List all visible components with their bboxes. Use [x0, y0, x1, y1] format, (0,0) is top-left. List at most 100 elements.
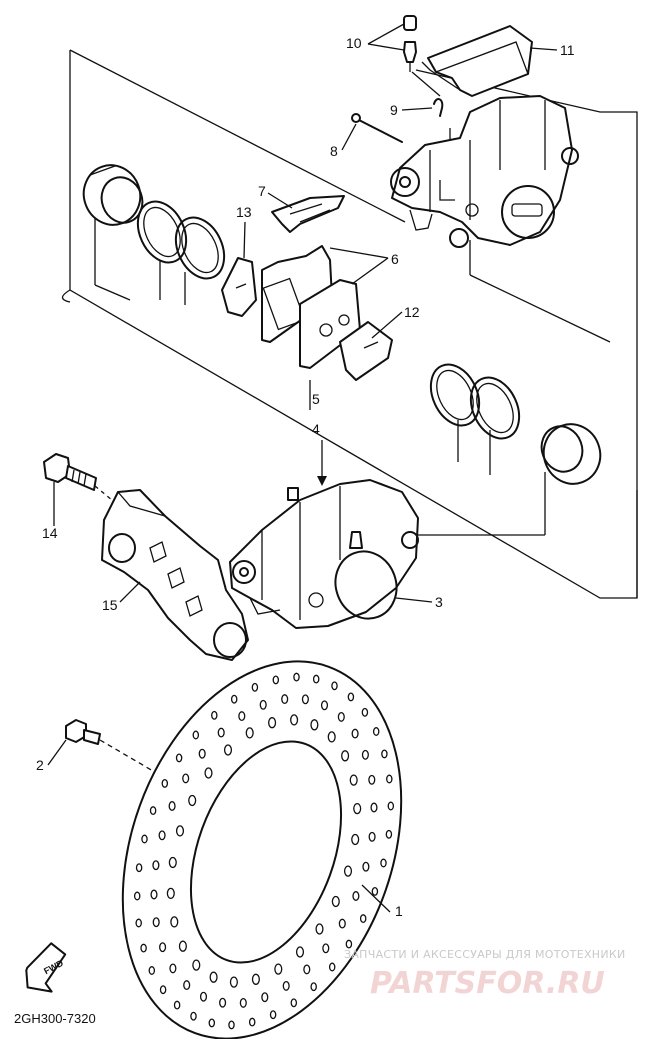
disc-holes [133, 672, 395, 1030]
disc-hole [168, 801, 176, 811]
disc-hole [251, 682, 259, 692]
watermark-tagline: ЗАПЧАСТИ И АКСЕССУАРЫ ДЛЯ МОТОТЕХНИКИ [344, 948, 626, 961]
pad-spring [271, 195, 345, 233]
pad-shim-right [339, 321, 393, 381]
disc-hole [192, 730, 200, 740]
disc-hole [133, 891, 141, 901]
disc-hole [295, 946, 305, 958]
disc-hole [315, 923, 324, 935]
callouts: 1 2 3 4 5 6 7 8 9 10 11 12 13 14 15 [36, 23, 575, 919]
callout-7: 7 [258, 183, 266, 199]
callout-10: 10 [346, 35, 362, 51]
disc-hole [310, 719, 319, 731]
disc-hole [385, 829, 393, 839]
disc-hole [204, 767, 213, 779]
disc-hole [272, 675, 280, 685]
disc-hole [199, 991, 208, 1002]
disc-hole [347, 692, 355, 702]
disc-hole [190, 1011, 197, 1021]
disc-hole [352, 891, 360, 901]
watermark: ЗАПЧАСТИ И АКСЕССУАРЫ ДЛЯ МОТОТЕХНИКИ PA… [344, 948, 626, 1001]
disc-hole [182, 773, 190, 784]
callout-13: 13 [236, 204, 252, 220]
pad-shim-left [221, 257, 257, 317]
callout-14: 14 [42, 525, 58, 541]
disc-hole [198, 748, 206, 759]
disc-hole [368, 831, 376, 842]
disc-hole [269, 1010, 277, 1020]
disc-hole [223, 744, 233, 756]
callout-11: 11 [560, 42, 575, 58]
disc-hole [161, 778, 169, 788]
disc-hole [251, 973, 260, 985]
disc-hole [312, 674, 320, 684]
disc-hole [338, 918, 346, 929]
leader-lines [69, 49, 611, 779]
disc-hole [228, 1020, 235, 1030]
disc-hole [135, 918, 142, 928]
disc-hole [337, 711, 345, 722]
disc-hole [282, 980, 290, 991]
disc-hole [159, 942, 167, 953]
disc-hole [320, 700, 329, 711]
disc-hole [361, 749, 369, 760]
disc-hole [351, 728, 359, 739]
disc-hole [217, 727, 225, 738]
disc-hole [353, 802, 362, 815]
disc-hole [380, 858, 387, 868]
callout-15: 15 [102, 597, 118, 613]
callout-2: 2 [36, 757, 44, 773]
disc-hole [141, 834, 148, 844]
disc-hole [281, 694, 289, 705]
disc-hole [361, 707, 369, 717]
disc-hole [290, 714, 299, 726]
pad-clip [433, 98, 444, 117]
disc-hole [343, 865, 353, 877]
disc-hole [159, 985, 167, 995]
disc-hole [209, 971, 218, 983]
disc-hole [245, 727, 254, 739]
disc-hole [158, 830, 166, 841]
disc-hole [229, 976, 238, 988]
disc-hole [170, 916, 179, 928]
disc-hole [259, 699, 267, 710]
disc-hole [293, 672, 300, 682]
disc-hole [268, 717, 277, 729]
pad-cover [421, 25, 533, 97]
callout-1: 1 [395, 903, 403, 919]
disc-hole [351, 833, 360, 846]
pad-pin [351, 113, 403, 143]
forward-arrow: FWD [25, 942, 67, 993]
watermark-brand: PARTSFOR.RU [370, 966, 605, 1001]
brake-disc [121, 660, 403, 1039]
disc-hole [192, 959, 201, 971]
disc-hole [168, 856, 177, 869]
disc-hole [175, 825, 185, 837]
upper-caliper-body [390, 95, 579, 248]
disc-hole [349, 774, 358, 786]
disc-hole [169, 963, 177, 974]
disc-hole [331, 681, 338, 691]
disc-hole [328, 962, 336, 972]
exploded-frame [61, 50, 638, 599]
disc-hole [248, 1017, 256, 1027]
disc-hole [188, 794, 197, 807]
disc-hole [341, 750, 350, 762]
disc-hole [386, 774, 393, 784]
disc-hole [135, 863, 143, 873]
callout-3: 3 [435, 594, 443, 610]
disc-hole [148, 966, 156, 975]
disc-hole [149, 806, 157, 816]
disc-hole [322, 943, 330, 954]
disc-hole [362, 861, 370, 872]
disc-hole [152, 917, 160, 928]
disc-hole [301, 694, 309, 705]
disc-hole [368, 774, 376, 785]
callout-4: 4 [312, 421, 320, 437]
callout-12: 12 [404, 304, 420, 320]
disc-hole [166, 887, 175, 900]
callout-9: 9 [390, 102, 398, 118]
disc-hole [303, 964, 311, 975]
bleed-screw [403, 15, 417, 72]
disc-hole [371, 886, 379, 896]
